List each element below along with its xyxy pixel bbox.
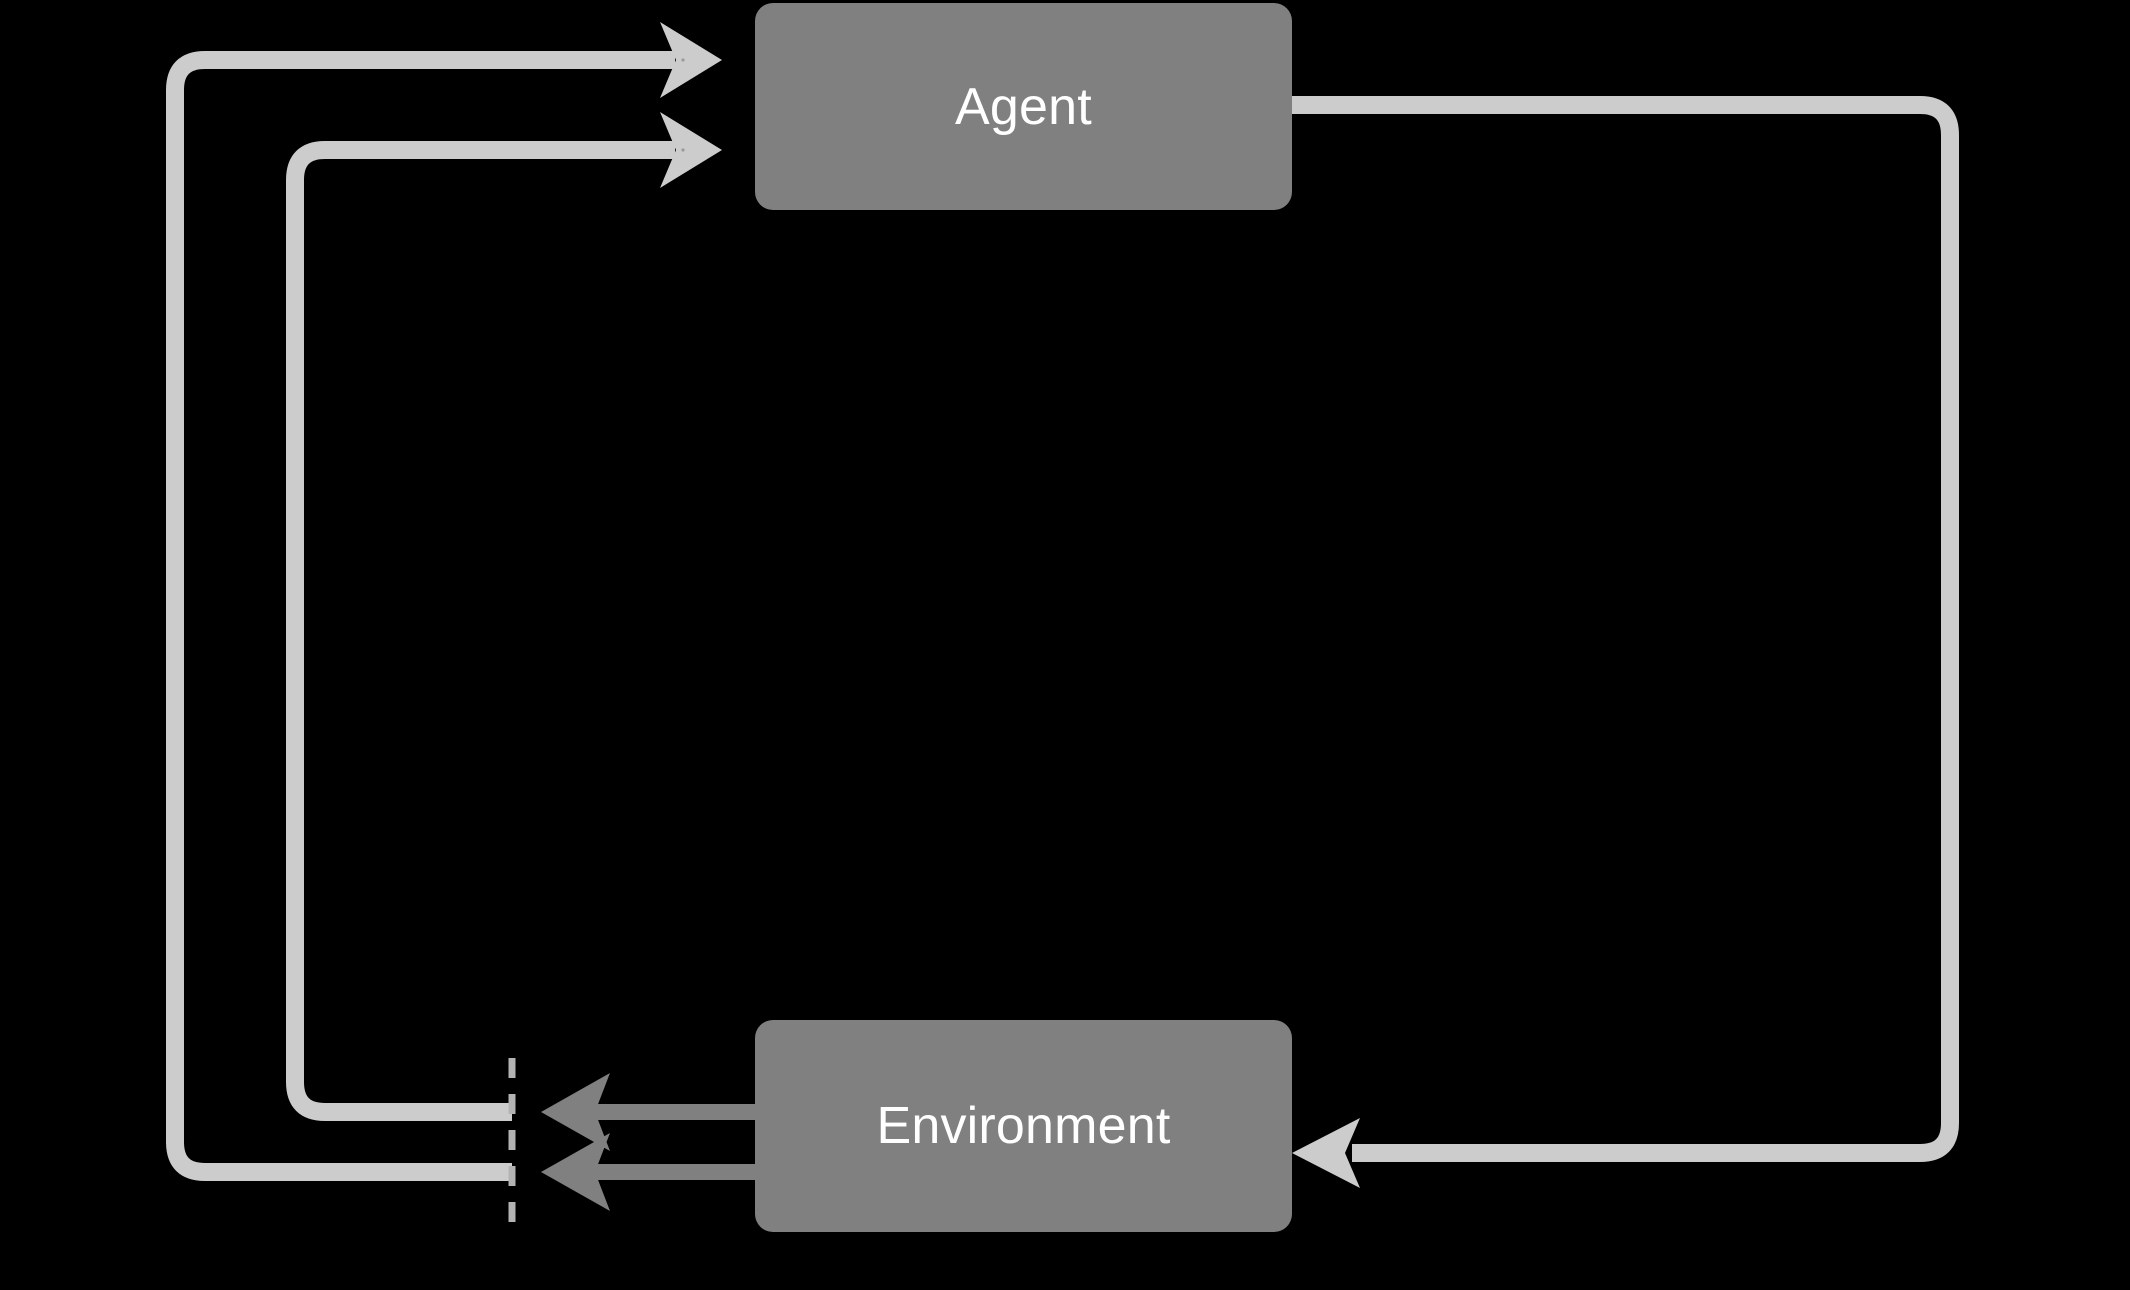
edge-environment-out-upper	[541, 1073, 755, 1151]
node-environment[interactable]: Environment	[755, 1020, 1292, 1232]
arrowhead-out-lower	[541, 1133, 610, 1211]
edge-environment-to-agent-outer	[166, 22, 722, 1181]
arrowhead-out-upper	[541, 1073, 610, 1151]
arrowhead-into-agent-inner	[660, 112, 722, 188]
node-agent-label: Agent	[955, 77, 1092, 136]
edge-environment-out-lower	[541, 1133, 755, 1211]
arrowhead-into-agent-outer	[660, 22, 722, 98]
edge-environment-to-agent-inner	[286, 112, 722, 1121]
arrowhead-into-environment	[1292, 1118, 1360, 1188]
edge-agent-to-environment	[1292, 96, 1959, 1188]
node-environment-label: Environment	[876, 1097, 1171, 1155]
node-agent[interactable]: Agent	[755, 3, 1292, 210]
